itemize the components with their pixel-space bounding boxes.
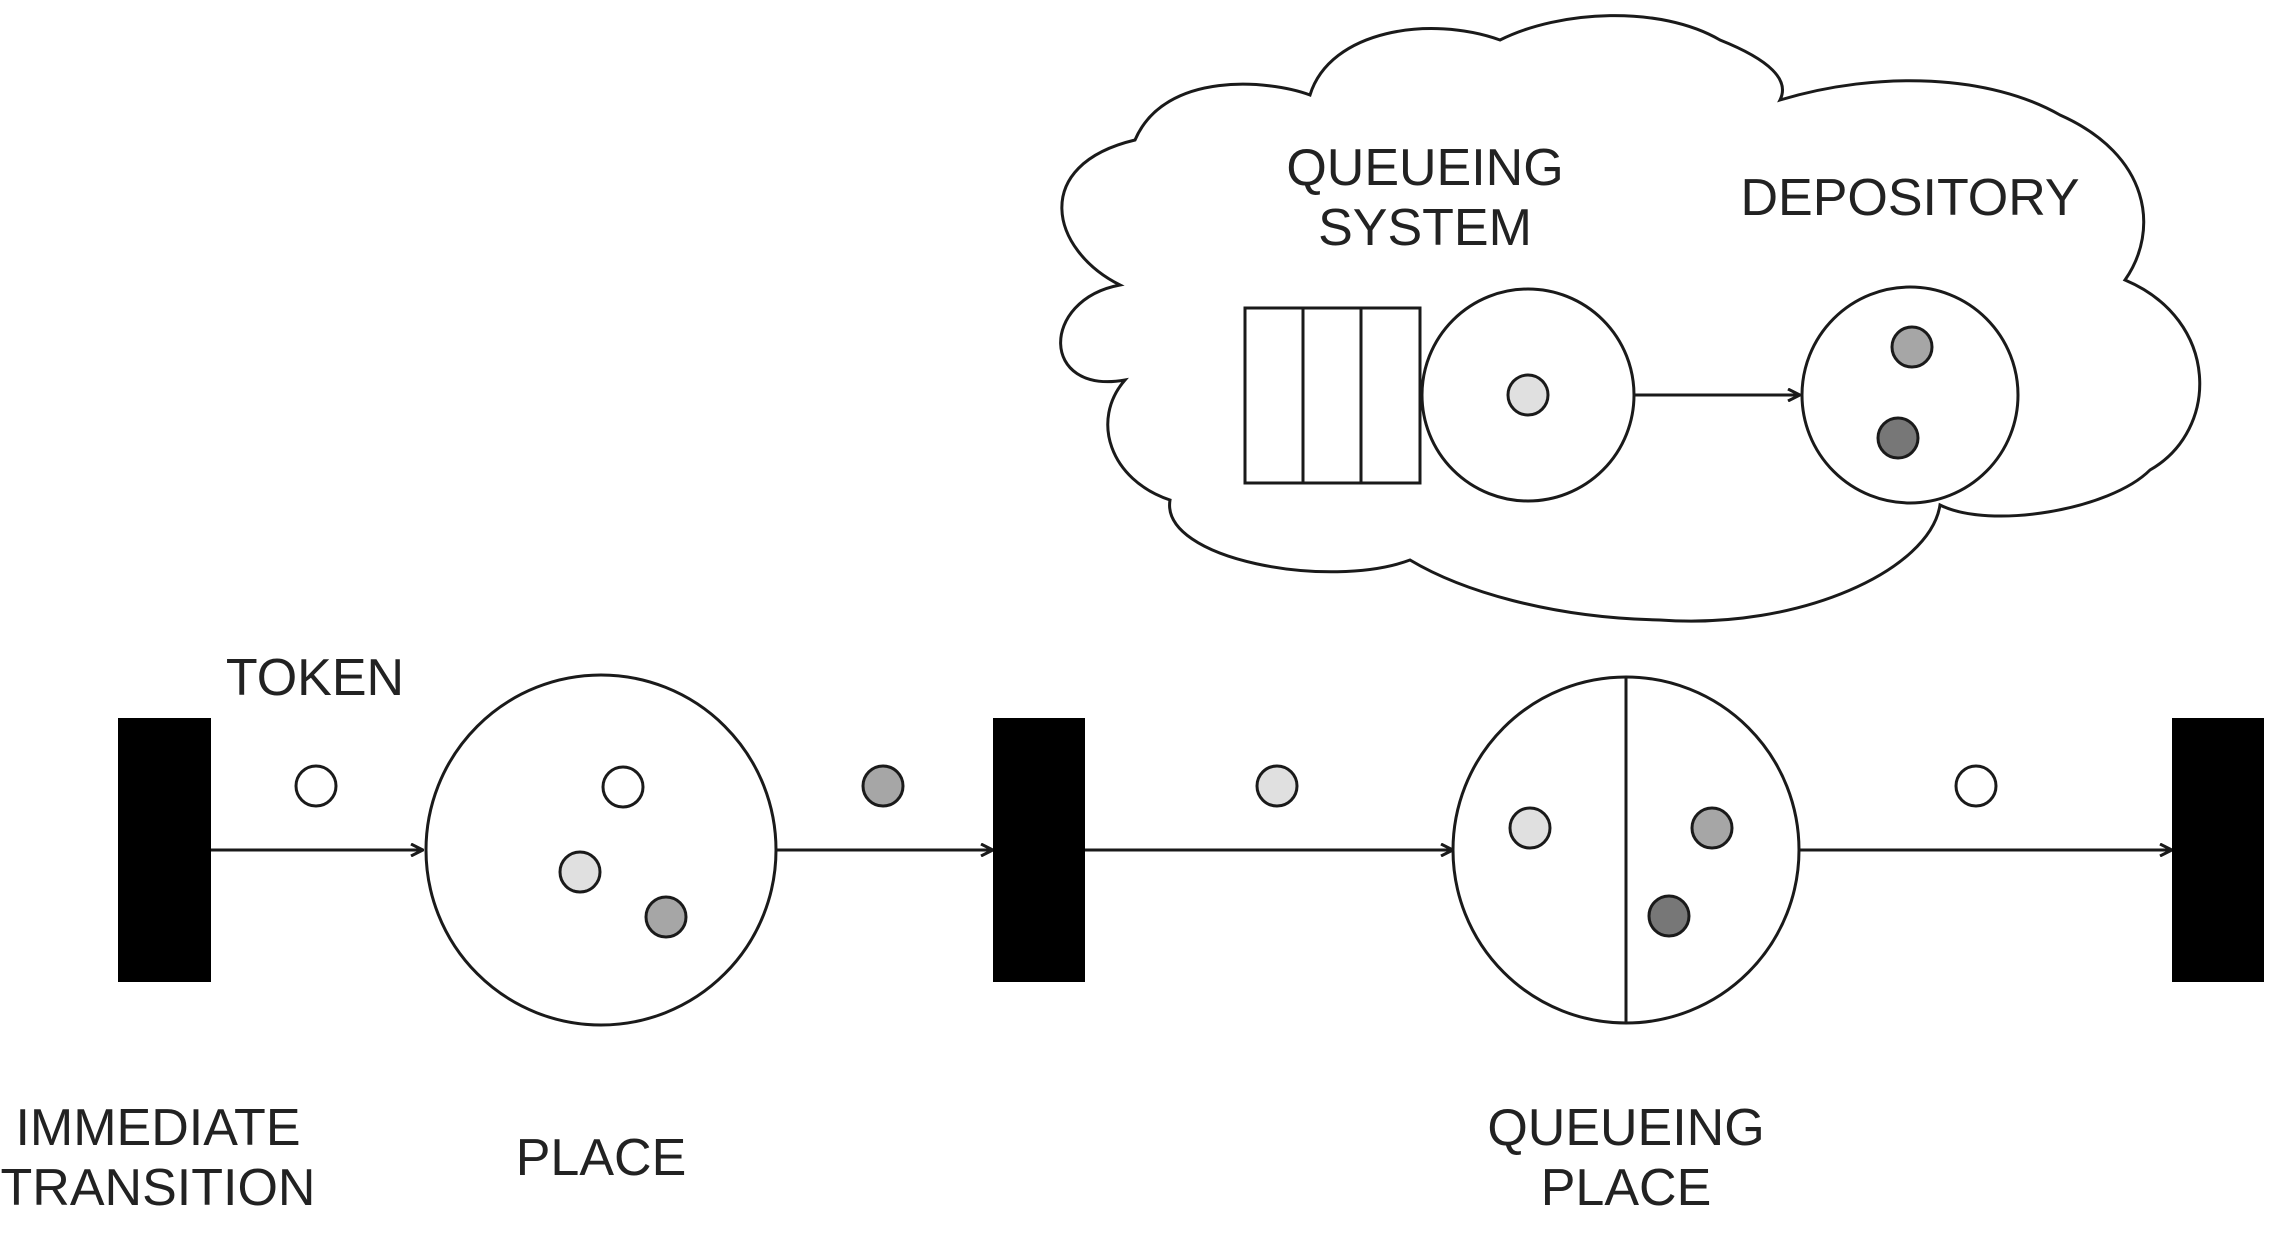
token-label: TOKEN [226, 649, 404, 707]
token-dark-depository [1876, 416, 1920, 460]
immediate-transition-label-line1: IMMEDIATE [15, 1099, 300, 1157]
token-light-place [558, 850, 602, 894]
token-white-place [601, 765, 645, 809]
token-white-flying-4 [1954, 764, 1998, 808]
cloud-outline [1059, 14, 2202, 623]
immediate-transition-2 [993, 718, 1085, 982]
queueing-system-label-line1: QUEUEING [1286, 139, 1563, 197]
queue-buffer [1243, 306, 1422, 485]
token-medium-queueing-place [1690, 806, 1734, 850]
depository-label: DEPOSITORY [1740, 169, 2079, 227]
token-medium-depository [1890, 325, 1934, 369]
queueing-place-detail-cloud: QUEUEING SYSTEM DEPOSITORY [1059, 14, 2202, 623]
depository-place [1800, 285, 2020, 505]
immediate-transition-1 [118, 718, 211, 982]
place [424, 673, 778, 1027]
token-medium-place [644, 895, 688, 939]
queueing-place-label-line1: QUEUEING [1487, 1099, 1764, 1157]
place-label: PLACE [516, 1129, 687, 1187]
token-white-flying-1 [294, 764, 338, 808]
token-light-server [1506, 373, 1550, 417]
petri-net-row: TOKEN IMMEDIATE TRANSITION PLACE QUEUEIN… [1, 649, 2264, 1217]
queueing-place-label-line2: PLACE [1541, 1159, 1712, 1217]
token-light-queueing-place [1508, 806, 1552, 850]
queueing-system-label-line2: SYSTEM [1318, 199, 1532, 257]
token-dark-queueing-place [1647, 894, 1691, 938]
token-medium-flying-2 [861, 764, 905, 808]
immediate-transition-3 [2172, 718, 2264, 982]
immediate-transition-label-line2: TRANSITION [1, 1159, 316, 1217]
token-light-flying-3 [1255, 764, 1299, 808]
